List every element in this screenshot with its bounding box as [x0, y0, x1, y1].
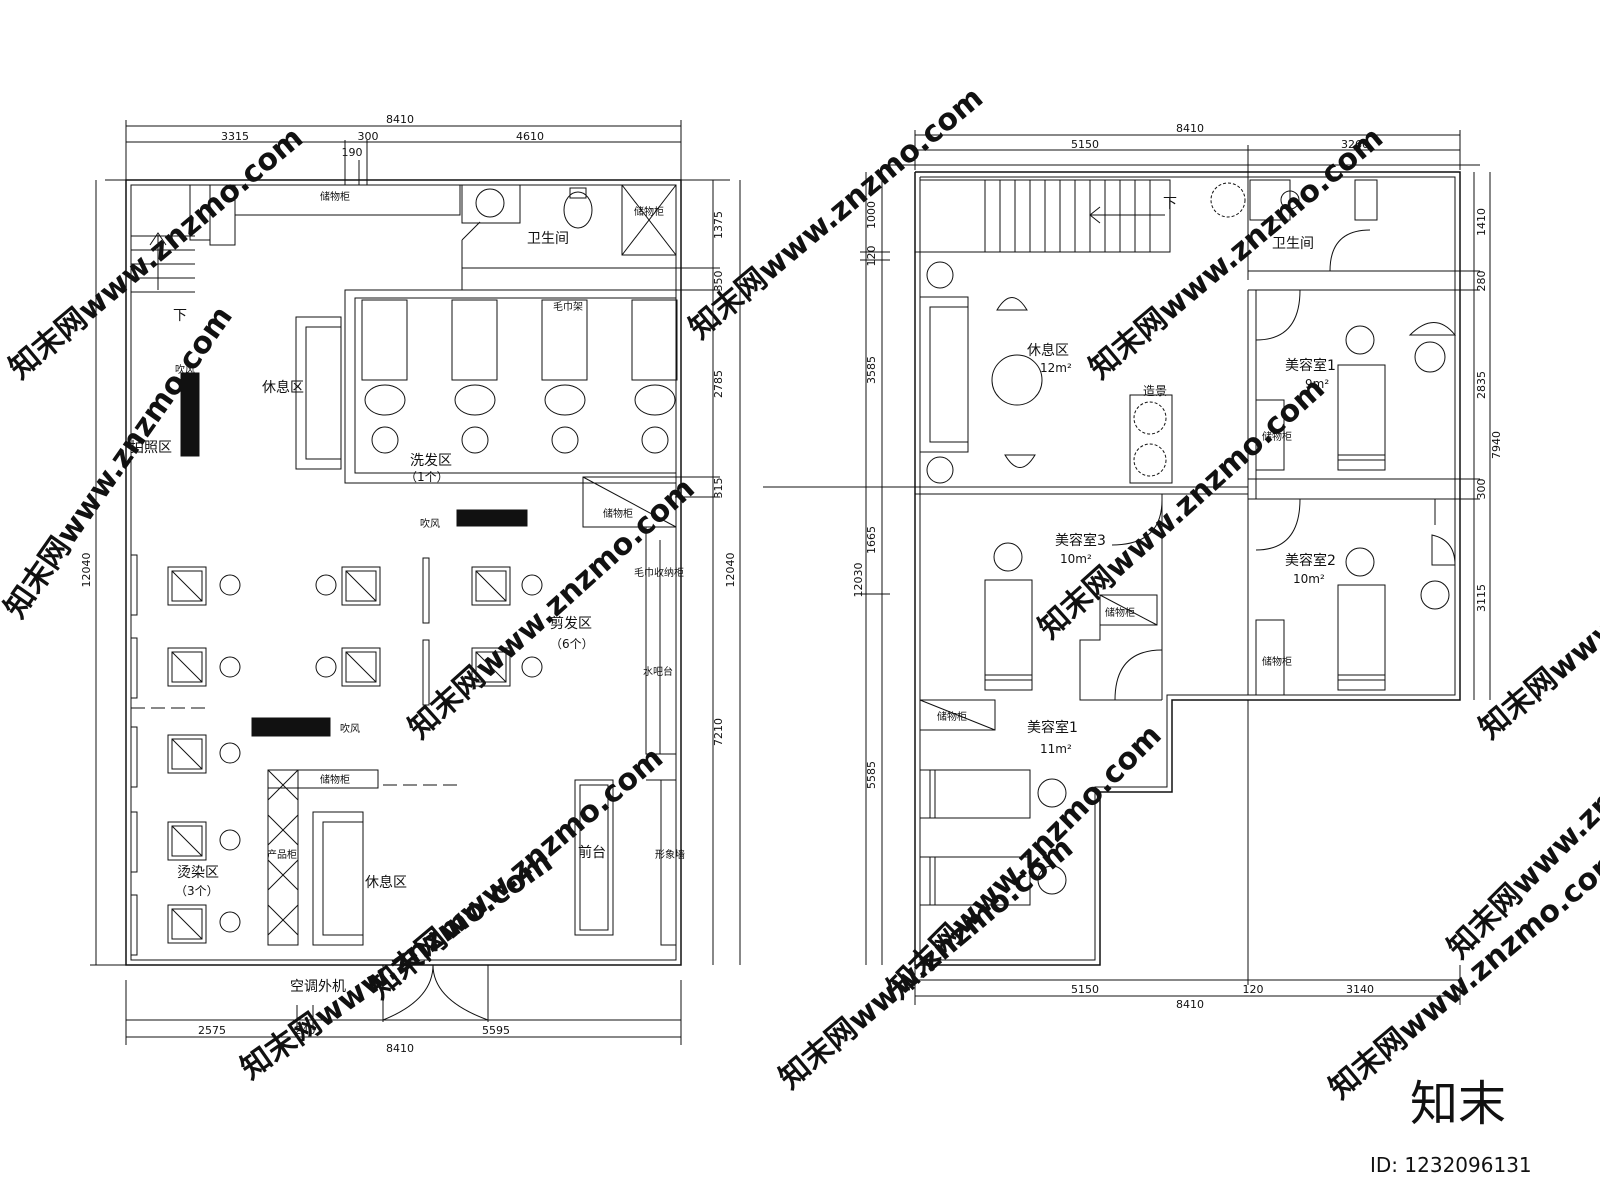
dim-bottom-total-right: 8410 — [1176, 998, 1204, 1011]
watermark-7: 知末网www.znzmo.com — [1083, 120, 1390, 386]
label-front-desk: 前台 — [578, 844, 606, 861]
brand-logo: 知末 — [1410, 1076, 1506, 1132]
watermark-10: 知末网www.znzmo.com — [773, 830, 1080, 1096]
watermark-11: 知末网www.znzmo.com — [1323, 840, 1600, 1106]
label-blower-1: 吹风 — [175, 363, 195, 376]
label-beauty1-top: 美容室1 — [1285, 357, 1336, 374]
watermark-12: 知末网www.znzmo.com — [1473, 480, 1600, 746]
dim-right-seg1-right: 1410 — [1475, 208, 1488, 236]
label-storage-mid: 储物柜 — [603, 507, 633, 520]
image-id: ID: 1232096131 — [1370, 1153, 1532, 1177]
dim-right-seg3-left: 2785 — [712, 370, 725, 398]
label-down-right: 下 — [1163, 196, 1177, 212]
dim-left-seg5-right: 5585 — [865, 761, 878, 789]
label-wash-zone: 洗发区 — [410, 453, 452, 469]
dim-right-seg1-left: 1375 — [712, 211, 725, 239]
dim-right-seg3-right: 2835 — [1475, 371, 1488, 399]
dim-top-seg1-right: 5150 — [1071, 138, 1099, 151]
label-beauty2: 美容室2 — [1285, 552, 1336, 569]
watermark-8: 知末网www.znzmo.com — [1032, 371, 1332, 646]
label-storage-2-right: 储物柜 — [1105, 606, 1135, 619]
dim-top-seg2-right: 3260 — [1341, 138, 1369, 151]
label-water-bar: 水吧台 — [643, 665, 673, 678]
left-floor-plan — [90, 120, 741, 1045]
label-image-wall: 形象墙 — [655, 848, 685, 861]
label-storage-lower: 储物柜 — [320, 773, 350, 786]
label-storage-4-right: 储物柜 — [937, 710, 967, 723]
salon-chairs — [167, 566, 543, 944]
watermark-1: 知末网www.znzmo.com — [3, 120, 310, 386]
dim-left-total-left: 12040 — [80, 553, 93, 588]
dim-left-seg1-right: 1000 — [865, 201, 878, 229]
dim-top-seg3-left: 4610 — [516, 130, 544, 143]
dim-right-seg2-right: 280 — [1475, 271, 1488, 292]
label-beauty1-bottom: 美容室1 — [1027, 719, 1078, 736]
label-beauty1-top-area: 9m² — [1305, 377, 1329, 391]
dim-left-seg2-right: 120 — [865, 246, 878, 267]
dim-right-total-right: 7940 — [1490, 431, 1503, 459]
label-storage-right: 储物柜 — [634, 205, 664, 218]
label-beauty2-area: 10m² — [1293, 572, 1325, 586]
label-wash-count: （1个） — [405, 470, 449, 484]
label-storage-1-right: 储物柜 — [1262, 430, 1292, 443]
label-beauty3: 美容室3 — [1055, 532, 1106, 549]
label-rest-area-right: 12m² — [1040, 361, 1072, 375]
dim-right-seg5-left: 7210 — [712, 718, 725, 746]
label-perm-zone: 烫染区 — [177, 865, 219, 881]
watermark-layer: 知末网www.znzmo.com 知末网www.znzmo.com 知末网www… — [0, 80, 1600, 1106]
label-blower-2: 吹风 — [420, 517, 440, 530]
dim-right-seg2-left: 350 — [712, 271, 725, 292]
dim-bottom-seg1-right: 5150 — [1071, 983, 1099, 996]
label-storage-3-right: 储物柜 — [1262, 655, 1292, 668]
dim-left-seg4-right: 1665 — [865, 526, 878, 554]
dim-bottom-seg3-left: 5595 — [482, 1024, 510, 1037]
dim-right-seg5-right: 3115 — [1475, 584, 1488, 612]
dim-left-total-right: 12030 — [852, 563, 865, 598]
label-towel-rack: 毛巾架 — [553, 300, 583, 313]
dim-right-seg4-right: 300 — [1475, 479, 1488, 500]
dim-right-total-left: 12040 — [724, 553, 737, 588]
dim-top-total-left: 8410 — [386, 113, 414, 126]
dim-bottom-seg3-right: 3140 — [1346, 983, 1374, 996]
label-toilet-left: 卫生间 — [527, 231, 569, 247]
label-perm-count: （3个） — [175, 884, 219, 898]
label-beauty3-area: 10m² — [1060, 552, 1092, 566]
watermark-3: 知末网www.znzmo.com — [402, 471, 702, 746]
dim-bottom-total-left: 8410 — [386, 1042, 414, 1055]
dim-bottom-seg2-left: 240 — [295, 1024, 316, 1037]
label-storage-top: 储物柜 — [320, 190, 350, 203]
watermark-6: 知末网www.znzmo.com — [683, 80, 990, 346]
right-plan-labels: 8410 5150 3260 1000 120 3585 1665 12030 … — [852, 122, 1503, 1011]
label-down-left: 下 — [173, 308, 187, 324]
dim-top-total-right: 8410 — [1176, 122, 1204, 135]
dim-bottom-seg2-right: 120 — [1243, 983, 1264, 996]
dim-bottom-seg1-left: 2575 — [198, 1024, 226, 1037]
label-landscape: 造景 — [1143, 384, 1167, 398]
label-towel-cabinet: 毛巾收纳柜 — [634, 566, 684, 579]
dim-top-seg1-left: 3315 — [221, 130, 249, 143]
label-rest-zone-bottom: 休息区 — [365, 874, 407, 891]
dim-left-seg3-right: 3585 — [865, 356, 878, 384]
label-photo-zone: 拍照区 — [130, 440, 172, 456]
label-toilet-right: 卫生间 — [1272, 236, 1314, 252]
wash-basins — [361, 299, 678, 454]
dim-top-seg4-left: 190 — [342, 146, 363, 159]
label-rest-zone-top: 休息区 — [262, 379, 304, 396]
left-plan-labels: 8410 3315 300 4610 190 12040 12040 1375 … — [80, 113, 737, 1055]
dim-top-seg2-left: 300 — [358, 130, 379, 143]
label-ac-unit: 空调外机 — [290, 979, 346, 995]
dim-right-seg4-left: 315 — [712, 478, 725, 499]
label-product-cabinet: 产品柜 — [267, 848, 297, 861]
label-beauty1-bottom-area: 11m² — [1040, 742, 1072, 756]
label-cut-zone: 剪发区 — [550, 616, 592, 632]
label-rest-zone-right: 休息区 — [1027, 342, 1069, 359]
label-cut-count: （6个） — [550, 637, 594, 651]
right-floor-plan — [763, 130, 1491, 1005]
label-blower-3: 吹风 — [340, 722, 360, 735]
